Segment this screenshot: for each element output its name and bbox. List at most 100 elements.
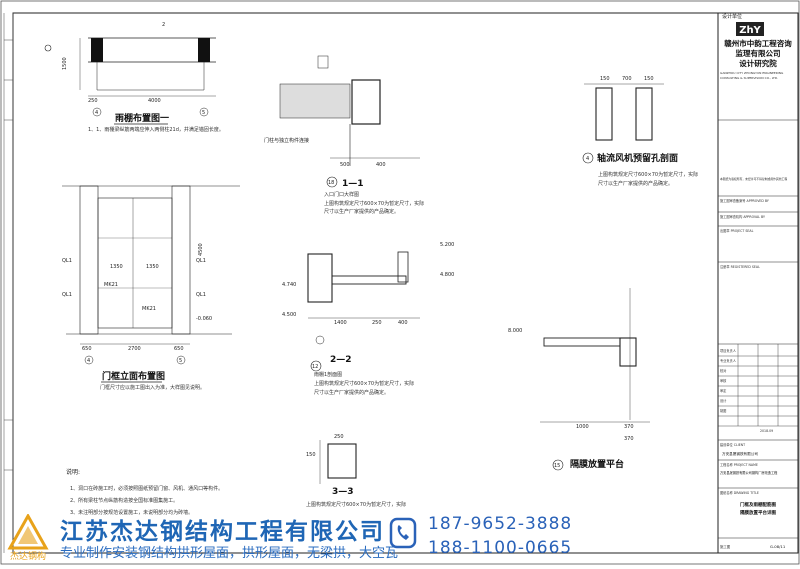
sec11-title: 1—1 <box>342 179 364 189</box>
membrane-platform: 8.000 1000 370 370 15 隔膜放置平台 <box>508 288 650 471</box>
platform-slab <box>543 337 621 347</box>
sign-table <box>718 344 798 427</box>
fan-dim-3: 150 <box>644 76 654 82</box>
beam-section <box>351 79 381 125</box>
sign-row-2: 专业负责人 <box>720 358 737 363</box>
project-value: 万安县晟钢铁有限公司钢构厂房改造工程 <box>720 470 778 475</box>
fan-opening-section: 150 700 150 4 轴流风机预留孔剖面 上图构筑规定尺寸600×70为暂… <box>582 76 698 187</box>
sec22-sub: 雨棚1剖面图 <box>314 371 342 378</box>
canopy-dim-height: 1500 <box>62 57 68 70</box>
company-name-1: 赣州市中韵工程咨询 <box>724 38 792 48</box>
sec11-dim-2: 400 <box>376 162 386 168</box>
door-label-mk21b: MK21 <box>142 306 156 312</box>
ad-company-name: 江苏杰达钢结构工程有限公司 <box>60 518 385 545</box>
sec33-dim-2: 250 <box>334 434 344 440</box>
sec33-title: 3—3 <box>332 487 354 497</box>
company-logo: ZhY <box>736 22 764 36</box>
field-approval: 施工图审查机构 APPROVAL BY <box>720 214 765 219</box>
sec33-dim-1: 150 <box>306 452 316 458</box>
sign-row-7: 制图 <box>720 408 726 413</box>
company-en-2: CONSULTING & SUPERVISION CO., LTD. <box>720 76 778 80</box>
sign-row-1: 项目负责人 <box>720 348 737 353</box>
fan-number: 4 <box>586 156 589 162</box>
door-dim-bottom-1: 650 <box>82 346 92 352</box>
canopy-dim-side: 250 <box>88 98 98 104</box>
platform-dim-1: 1000 <box>576 424 589 430</box>
sec22-note-1: 上图构筑规定尺寸600×70为暂定尺寸，实际 <box>314 380 414 387</box>
door-axis-right: 5 <box>179 358 182 364</box>
field-registered: 注册章 REGISTERED SEAL <box>720 264 760 269</box>
sec33-note-1: 上图构筑规定尺寸600×70为暂定尺寸，实际 <box>306 501 406 508</box>
stage-value: 施工图 <box>720 544 731 549</box>
door-frame-title: 门框立面布置图 <box>102 370 165 382</box>
sec22-level-2: 4.500 <box>282 312 296 318</box>
notes-item-3: 3、未注明部分按规范设置施工，未说明部分均为砖墙。 <box>70 509 193 516</box>
door-frame-note: 门框尺寸应以施工图出入为准，大样图见说明。 <box>100 384 205 391</box>
canopy-axis-right: 5 <box>202 110 205 116</box>
company-name-3: 设计研究院 <box>739 58 777 68</box>
door-level: -0.060 <box>196 316 212 322</box>
ad-phone-1: 187-9652-3888 <box>428 514 573 534</box>
company-name-2: 监理有限公司 <box>736 48 781 58</box>
drawing-title-2: 隔膜放置平台详图 <box>740 509 776 516</box>
fan-dim-2: 700 <box>622 76 632 82</box>
door-height: 4500 <box>198 243 204 256</box>
canopy-plan: 2 1500 4000 250 4 5 雨棚布置图一 1、1、雨棚梁纵筋两端应伸… <box>44 22 224 133</box>
field-approved: 施工图审查备案号 APPROVED BY <box>720 198 769 203</box>
sec22-dim-3: 400 <box>398 320 408 326</box>
ad-watermark: 杰达钢构 江苏杰达钢结构工程有限公司 专业制作安装钢结构拱形屋面，拱形屋面，无梁… <box>0 506 800 565</box>
sec11-label: 门柱与独立构件连接 <box>264 137 309 144</box>
drawing-number: G-08/11 <box>770 544 786 549</box>
brand-logo: 杰达钢构 <box>6 512 50 562</box>
sec22-number: 12 <box>312 364 318 370</box>
notes-item-2: 2、所有梁柱节点纵筋构造按全国标准图集施工。 <box>70 497 178 504</box>
platform-level: 8.000 <box>508 328 522 334</box>
sec22-dim-1: 1400 <box>334 320 347 326</box>
sign-row-4: 审核 <box>720 378 727 383</box>
canopy-span: 4000 <box>148 98 161 104</box>
sec22-note-2: 尺寸以生产厂家提供的产品确定。 <box>314 389 389 396</box>
sec22-level-1: 4.740 <box>282 282 296 288</box>
sec22-level-4: 4.800 <box>440 272 454 278</box>
section-2-2: 4.740 4.500 5.200 4.800 1400 250 400 12 … <box>282 242 454 396</box>
door-dim-bottom-2: 2700 <box>128 346 141 352</box>
drawing-title-1: 门框及雨棚配筋图 <box>740 501 776 508</box>
door-label-ql1a: QL1 <box>62 258 72 264</box>
sign-row-3: 校对 <box>720 368 727 373</box>
platform-number: 15 <box>554 463 560 469</box>
ad-slogan: 专业制作安装钢结构拱形屋面，拱形屋面，无梁拱，大空瓦 <box>60 546 399 561</box>
design-unit-tag: 设计单位 <box>722 13 742 20</box>
sec11-dim-1: 500 <box>340 162 350 168</box>
section-1-1: 500 400 门柱与独立构件连接 18 1—1 入口门口大样图 上图构筑规定尺… <box>264 55 424 215</box>
title-block: 设计单位 ZhY 赣州市中韵工程咨询 监理有限公司 设计研究院 GANZHOU … <box>717 12 799 554</box>
door-label-ql1d: QL1 <box>196 292 206 298</box>
project-label: 工程名称 PROJECT NAME <box>720 462 758 467</box>
door-frame-elevation: QL1 QL1 QL1 QL1 MK21 MK21 1350 1350 4500… <box>62 185 240 391</box>
drawing-title-label: 图纸名称 DRAWING TITLE <box>720 490 759 495</box>
client-value: 万安县晟钢铁有限公司 <box>722 451 758 456</box>
sec11-note-1: 上图构筑规定尺寸600×70为暂定尺寸，实际 <box>324 200 424 207</box>
date-value: 2018.09 <box>760 429 773 433</box>
svg-text:ZhY: ZhY <box>739 25 761 36</box>
canopy-mark: 2 <box>162 22 165 28</box>
phone-icon <box>388 516 418 550</box>
door-label-ql1c: QL1 <box>196 258 206 264</box>
canopy-axis-left: 4 <box>95 110 98 116</box>
section-3-3: 150 250 3—3 上图构筑规定尺寸600×70为暂定尺寸，实际 <box>306 434 406 508</box>
field-seal: 出图章 PROJECT SEAL <box>720 228 754 233</box>
fan-title: 轴流风机预留孔剖面 <box>597 152 678 164</box>
binding-strip <box>3 13 14 553</box>
canopy-note: 1、1、雨棚梁纵筋两端应伸入两侧柱21d，并满足锚固长度。 <box>88 126 224 133</box>
door-axis-left: 4 <box>87 358 90 364</box>
door-label-ql1b: QL1 <box>62 292 72 298</box>
notes-item-1: 1、洞口在砖施工时，必须按照图纸预留门窗、风机、通风口等构件。 <box>70 485 223 492</box>
notes-heading: 说明: <box>66 468 80 476</box>
section-mark <box>44 44 52 52</box>
fan-dim-1: 150 <box>600 76 610 82</box>
fan-note-1: 上图构筑规定尺寸600×70为暂定尺寸，实际 <box>598 171 698 178</box>
platform-title: 隔膜放置平台 <box>570 458 624 470</box>
sec22-title: 2—2 <box>330 355 352 365</box>
